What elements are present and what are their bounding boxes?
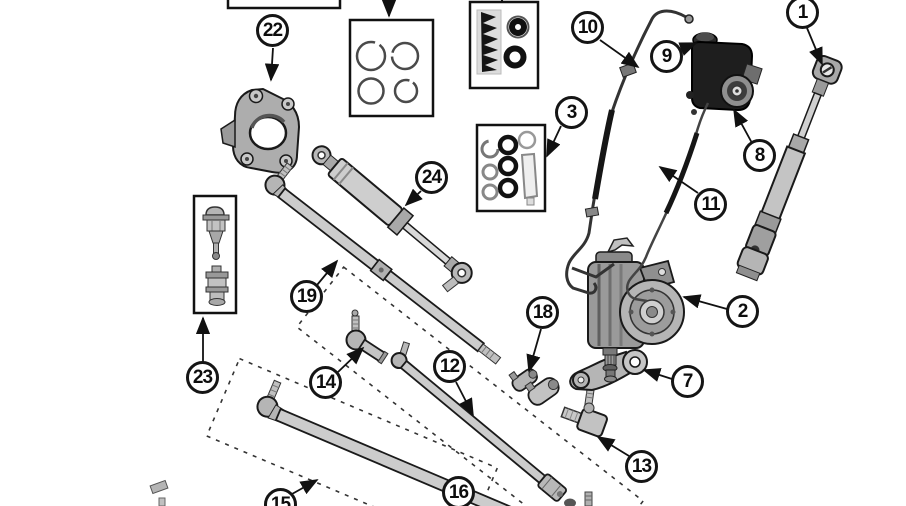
callout-12: 12 (433, 350, 466, 383)
callout-9: 9 (650, 40, 683, 73)
callout-7-label: 7 (682, 370, 694, 392)
callout-23: 23 (186, 361, 219, 394)
pressure-hose-illustration (565, 9, 694, 295)
callout-7: 7 (671, 365, 704, 398)
tie-rod-tube-illustration (390, 341, 567, 502)
adjuster-clamp-illustration (508, 368, 560, 406)
seal-ring-kit-box (348, 0, 435, 118)
callout-9-label: 9 (661, 45, 673, 67)
callout-3-label: 3 (566, 101, 578, 123)
callout-2-label: 2 (737, 300, 749, 322)
steering-damper-illustration (311, 145, 473, 293)
callout-18: 18 (526, 296, 559, 329)
callout-13-label: 13 (631, 455, 652, 477)
callout-12-label: 12 (439, 355, 460, 377)
tie-rod-end-13-illustration (560, 388, 608, 438)
tie-rod-illustration (256, 379, 522, 506)
loose-parts-fragments (149, 479, 593, 506)
callout-24: 24 (415, 161, 448, 194)
power-steering-pump-illustration (686, 32, 763, 115)
gear-seal-kit-box (475, 123, 547, 213)
callout-3: 3 (555, 96, 588, 129)
callout-arrows (195, 27, 823, 495)
callout-16-label: 16 (448, 481, 469, 503)
callout-1: 1 (786, 0, 819, 29)
callout-19: 19 (290, 280, 323, 313)
callout-2: 2 (726, 295, 759, 328)
callout-22: 22 (256, 14, 289, 47)
callout-8-label: 8 (754, 144, 766, 166)
callout-10: 10 (571, 11, 604, 44)
callout-11-label: 11 (701, 193, 720, 215)
callout-15-label: 15 (270, 493, 291, 506)
ball-joint-kit-box (192, 194, 238, 315)
hardware-kit-box (468, 0, 540, 90)
kit-box-partial (226, 0, 342, 10)
callout-15: 15 (264, 488, 297, 506)
callout-13: 13 (625, 450, 658, 483)
callout-24-label: 24 (421, 166, 442, 188)
callout-23-label: 23 (192, 366, 213, 388)
callout-14: 14 (309, 366, 342, 399)
callout-1-label: 1 (797, 1, 809, 23)
callout-11: 11 (694, 188, 727, 221)
tie-rod-end-14-illustration (345, 309, 389, 365)
steering-knuckle-illustration (220, 87, 301, 174)
callout-22-label: 22 (262, 19, 283, 41)
callout-8: 8 (743, 139, 776, 172)
callout-18-label: 18 (532, 301, 553, 323)
callout-10-label: 10 (577, 16, 598, 38)
steering-shaft-illustration (735, 55, 843, 282)
callout-16: 16 (442, 476, 475, 506)
callout-19-label: 19 (296, 285, 317, 307)
callout-14-label: 14 (315, 371, 336, 393)
return-hose-illustration (626, 102, 710, 303)
drag-link-tube-illustration (264, 162, 502, 365)
